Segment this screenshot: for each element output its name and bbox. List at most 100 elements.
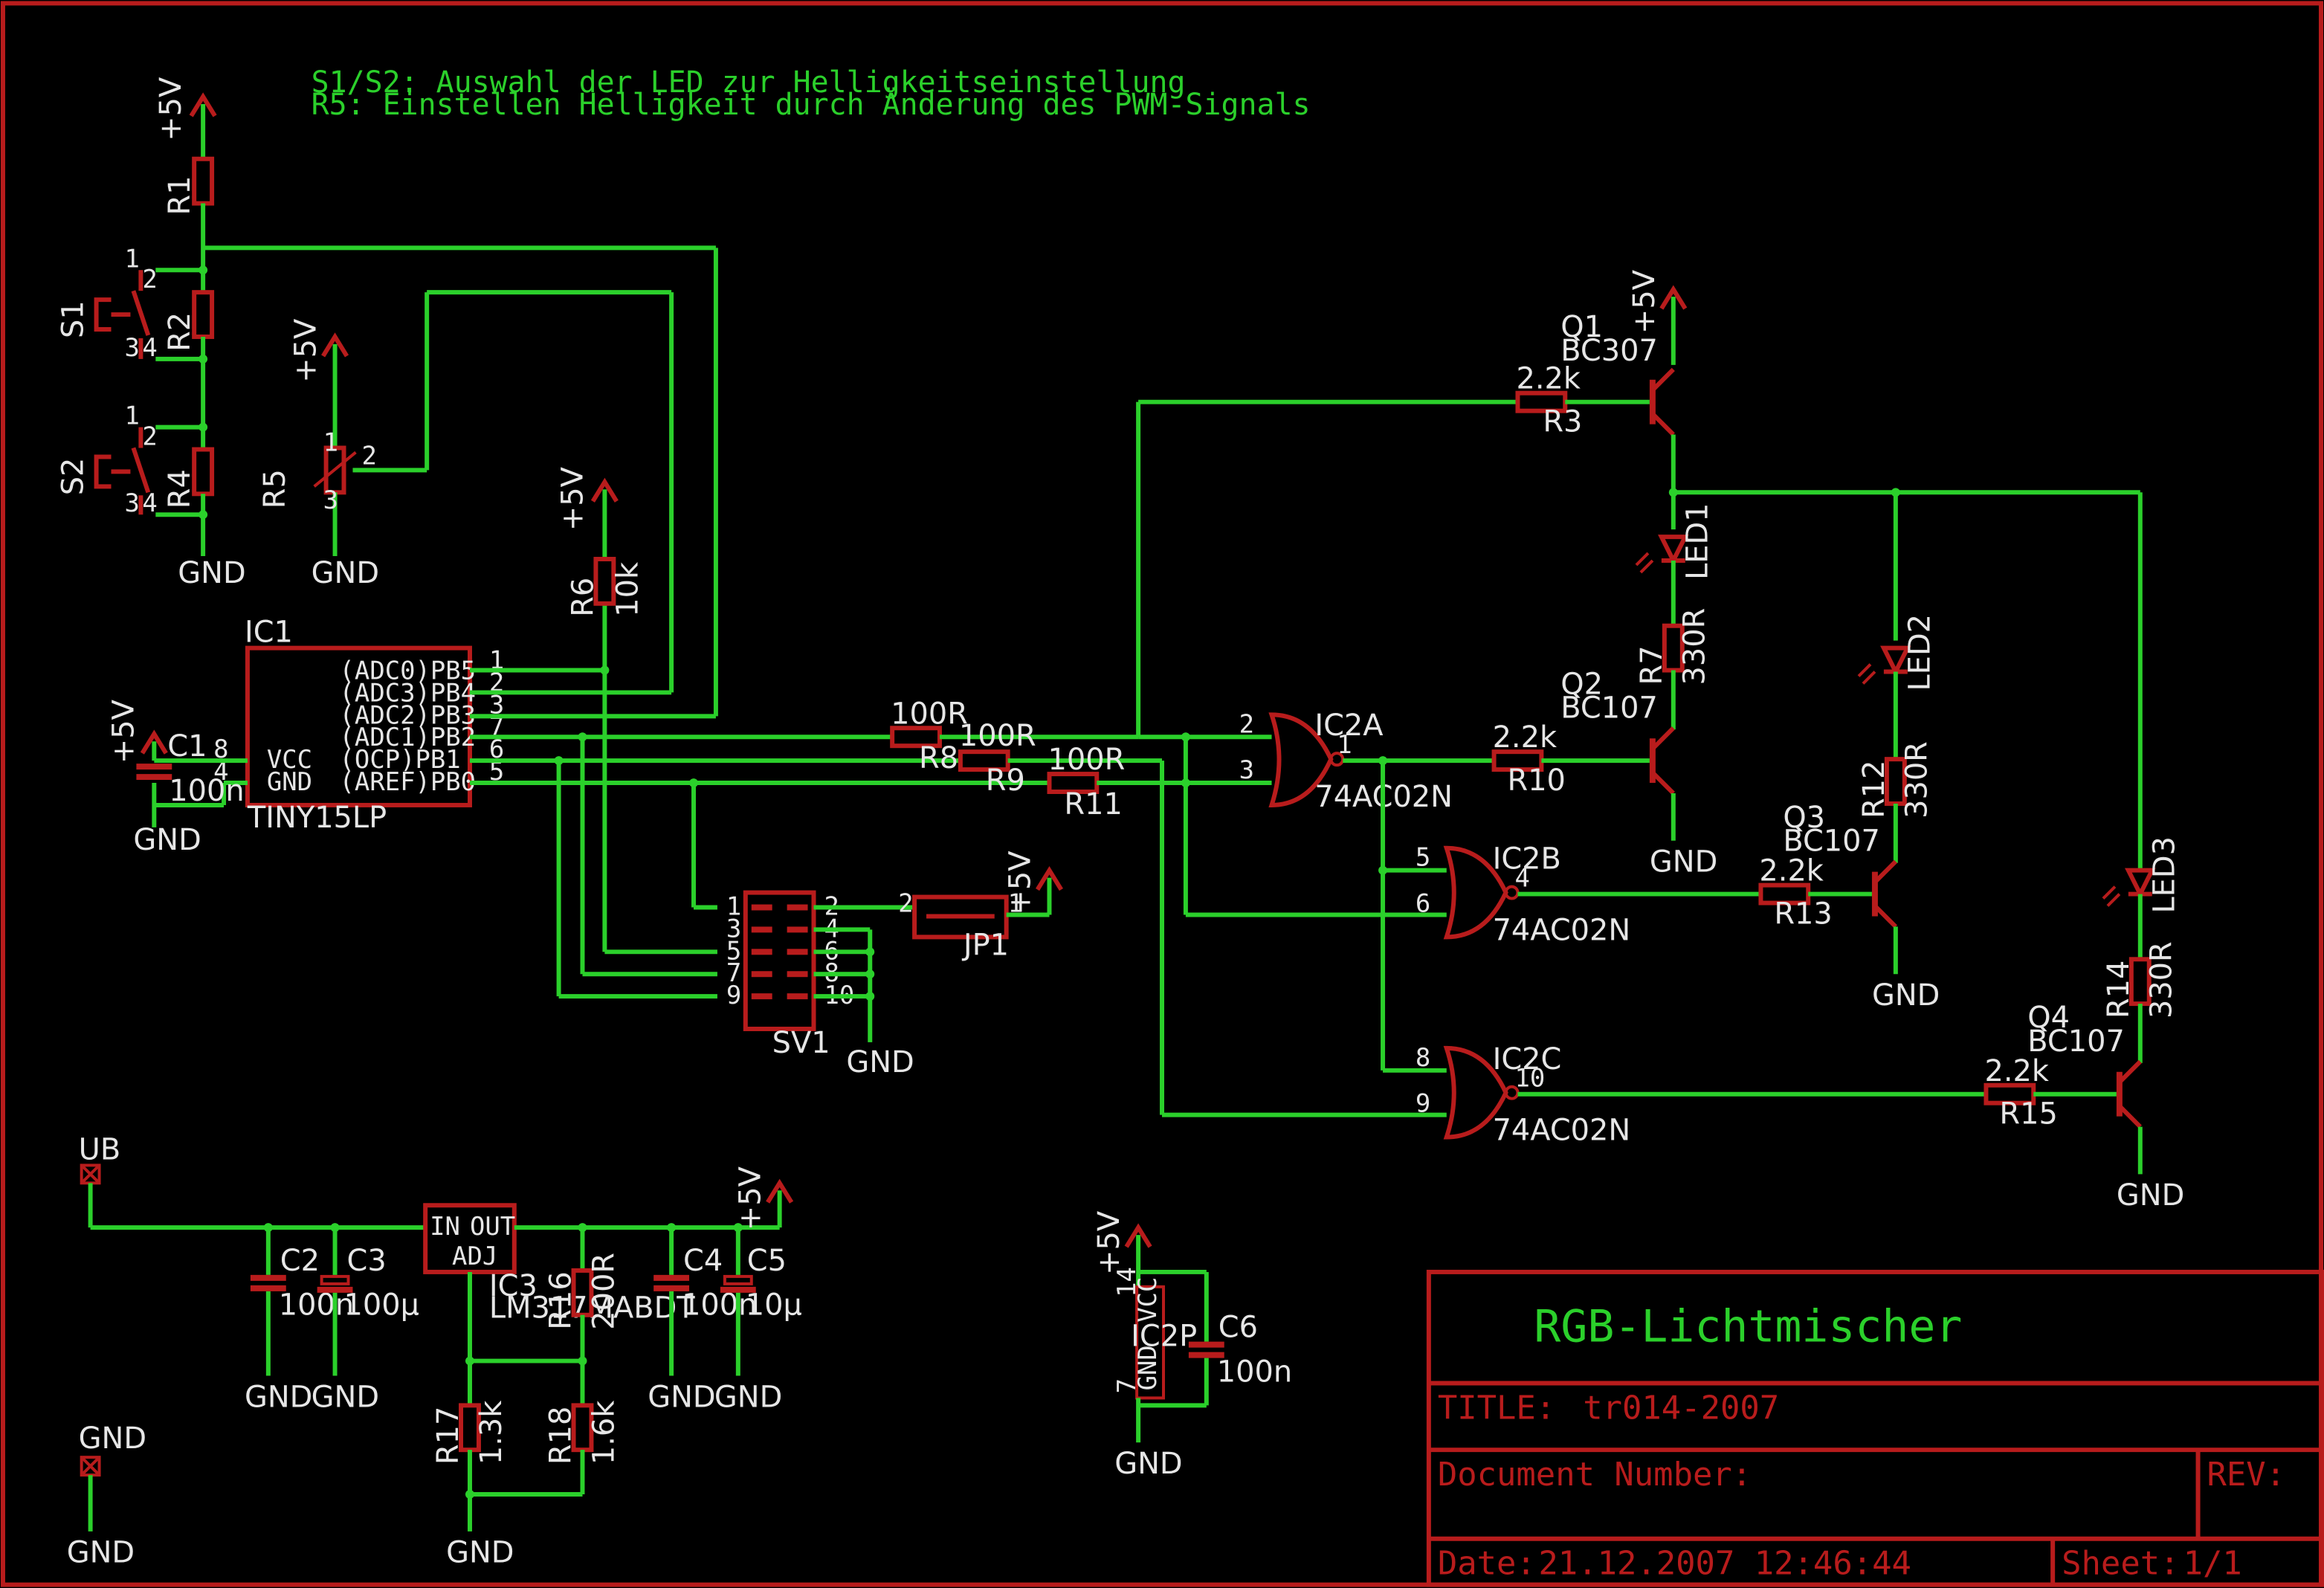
title-value: tr014-2007: [1583, 1389, 1779, 1427]
label-gnd-q3: GND: [1872, 978, 1940, 1013]
transistor-q3-stage: LED2 R12 330R Q3 BC107 2.2k R13 GND: [1758, 492, 1940, 1013]
label-R16-value: 200R: [587, 1253, 621, 1330]
ic1-pin-label-0: (ADC0)PB5: [340, 656, 477, 685]
pin-sv1-5: 5: [726, 936, 741, 965]
label-R9-value: 100R: [959, 719, 1036, 753]
label-IC2B-value: 74AC02N: [1493, 913, 1631, 947]
label-Q1: Q1: [1560, 310, 1603, 344]
gate-ic2a: IC2A 74AC02N 2 3 1: [1239, 709, 1494, 1073]
label-R8-value: 100R: [891, 697, 968, 731]
label-R6: R6: [566, 578, 600, 617]
label-R14-value: 330R: [2145, 941, 2179, 1019]
label-5v-jp1: +5V: [1004, 851, 1038, 914]
pin-sv1-1: 1: [726, 891, 741, 920]
docnum-label: Document Number:: [1438, 1456, 1752, 1494]
pin-s2-4: 4: [142, 488, 157, 517]
rev-label: REV:: [2207, 1456, 2286, 1494]
gate-ic2c: IC2C 74AC02N 8 9 10: [1416, 1042, 1986, 1148]
label-IC1: IC1: [245, 616, 293, 650]
ic1-pin-num-2: 3: [489, 690, 504, 719]
label-5v-ic2p: +5V: [1092, 1211, 1126, 1275]
label-C3: C3: [347, 1244, 387, 1278]
label-Q2: Q2: [1560, 667, 1603, 701]
title-heading: RGB-Lichtmischer: [1534, 1301, 1962, 1353]
label-gnd-c2: GND: [245, 1380, 312, 1414]
gate-ic2b: IC2B 74AC02N 5 6 4: [1416, 842, 1761, 947]
switch-section: +5V R1 R2 1 2 3 4 S1 R4 GND: [57, 77, 718, 717]
pin-ic2a-3: 3: [1239, 755, 1254, 784]
label-R10-value: 2.2k: [1493, 720, 1557, 755]
pin-ic2a-1: 1: [1337, 730, 1352, 759]
label-R7-value: 330R: [1678, 608, 1712, 685]
ic1-pin-num-3: 7: [489, 712, 504, 741]
label-gnd-r5: GND: [312, 556, 379, 590]
label-5v-c1: +5V: [106, 700, 141, 764]
label-IC2C-value: 74AC02N: [1493, 1114, 1631, 1148]
label-C2: C2: [280, 1244, 320, 1278]
label-gnd-c4: GND: [648, 1380, 715, 1414]
ic2p-power: +5V VCC GND 14 7 IC2P C6 100n GND: [1092, 1211, 1292, 1481]
label-gnd-c1: GND: [133, 823, 201, 857]
label-Q2-value: BC107: [1560, 691, 1658, 725]
label-R16: R16: [544, 1271, 578, 1329]
ic1-vcc-label: VCC: [267, 745, 312, 774]
label-5v-r5: +5V: [289, 319, 323, 383]
ic1-pin-num-1: 2: [489, 668, 504, 697]
pin-s2-2: 2: [142, 422, 157, 451]
pin-s1-4: 4: [142, 333, 157, 362]
label-R17-value: 1.3k: [474, 1401, 509, 1465]
label-gnd-c5: GND: [714, 1380, 782, 1414]
pin-sv1-3: 3: [726, 914, 741, 943]
label-Q3: Q3: [1783, 801, 1825, 835]
label-C1-value: 100n: [169, 774, 244, 808]
label-R5: R5: [258, 469, 292, 509]
label-gnd-r4: GND: [178, 556, 245, 590]
label-JP1: JP1: [961, 928, 1009, 962]
ic1-pin-label-1: (ADC3)PB4: [340, 678, 477, 707]
title-block: RGB-Lichtmischer TITLE: tr014-2007 Docum…: [1426, 1269, 2324, 1587]
label-LED3: LED3: [2148, 836, 2182, 913]
label-R3: R3: [1543, 405, 1582, 439]
label-S2: S2: [57, 458, 91, 496]
label-IC2A: IC2A: [1314, 709, 1383, 743]
ic1-pin-label-4: (OCP)PB1: [340, 745, 461, 774]
label-gnd-c3: GND: [312, 1380, 379, 1414]
pin-ic2b-6: 6: [1416, 888, 1430, 917]
label-VCC: VCC: [1133, 1277, 1162, 1323]
pin-ic2a-2: 2: [1239, 709, 1254, 738]
label-IC2C: IC2C: [1493, 1042, 1562, 1077]
note-line-1: S1/S2: Auswahl der LED zur Helligkeitsei…: [312, 65, 1186, 100]
label-UB: UB: [79, 1132, 121, 1166]
label-gnd-ic2p: GND: [1114, 1447, 1182, 1481]
label-R12: R12: [1857, 760, 1891, 818]
ic1-pin-num-4: 6: [489, 735, 504, 764]
pin-s2-1: 1: [124, 401, 139, 430]
ic1-microcontroller: IC1 TINY15LP (ADC0)PB5 (ADC3)PB4 (ADC2)P…: [106, 616, 504, 857]
note-line-2: R5: Einstellen Helligkeit durch Änderung…: [312, 88, 1311, 122]
label-R4: R4: [163, 469, 197, 509]
transistor-q1-stage: +5V Q1 BC307 2.2k R3 LED1 R7 330R: [1515, 270, 2140, 730]
ic1-pin-label-2: (ADC2)PB3: [340, 700, 477, 729]
pin-ic2b-4: 4: [1514, 864, 1529, 893]
label-5v-q1: +5V: [1627, 270, 1662, 334]
label-R12-value: 330R: [1900, 741, 1934, 819]
label-5v-out: +5V: [734, 1166, 768, 1230]
label-gnd-q2: GND: [1650, 845, 1717, 879]
label-GND-terminal: GND: [79, 1421, 146, 1456]
label-R3-value: 2.2k: [1516, 362, 1580, 396]
label-C3-value: 100µ: [344, 1288, 419, 1323]
label-gnd-q4: GND: [2117, 1178, 2184, 1213]
label-IC3: IC3: [489, 1269, 538, 1303]
label-R15: R15: [1999, 1097, 2057, 1132]
pin-sv1-7: 7: [726, 958, 741, 987]
label-IC1-value: TINY15LP: [247, 801, 387, 835]
label-R6-value: 10k: [610, 562, 645, 617]
ic1-pin-label-5: (AREF)PB0: [340, 767, 477, 796]
label-IC2B: IC2B: [1493, 842, 1561, 877]
pin-s1-2: 2: [142, 265, 157, 294]
label-R8: R8: [919, 741, 958, 775]
label-R11: R11: [1064, 787, 1122, 822]
sheet-value: 1/1: [2183, 1545, 2242, 1583]
